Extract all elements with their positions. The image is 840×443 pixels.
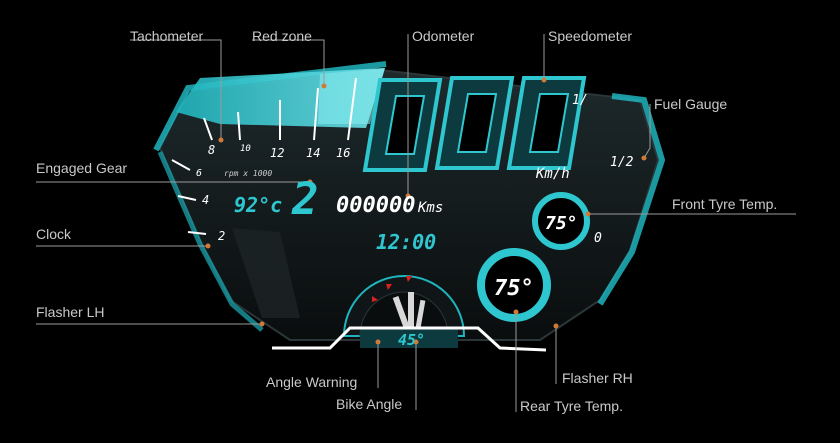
tach-label-12: 12: [270, 146, 284, 160]
engaged-gear-value: 2: [291, 174, 319, 225]
tach-label-16: 16: [336, 146, 350, 160]
tach-label-8: 8: [208, 143, 215, 157]
callout-rear-tyre-temp: Rear Tyre Temp.: [520, 398, 623, 414]
front-tyre-temp-value: 75°: [545, 213, 578, 234]
callout-bike-angle: Bike Angle: [336, 396, 402, 412]
engine-temp-value: 92°c: [234, 193, 282, 217]
callout-odometer: Odometer: [412, 28, 474, 44]
tach-label-4: 4: [202, 193, 209, 207]
fuel-empty-label: 0: [594, 231, 602, 246]
fuel-half-label: 1/2: [610, 155, 634, 170]
callout-engaged-gear: Engaged Gear: [36, 160, 127, 176]
tach-label-14: 14: [306, 146, 320, 160]
callout-flasher-rh: Flasher RH: [562, 370, 633, 386]
callout-fuel-gauge: Fuel Gauge: [654, 96, 727, 112]
callout-front-tyre-temp: Front Tyre Temp.: [672, 196, 777, 212]
odometer-value: 000000: [336, 193, 415, 218]
tach-label-2: 2: [218, 229, 225, 243]
rpm-unit-label: rpm x 1000: [224, 169, 272, 178]
tach-label-10: 10: [240, 144, 251, 154]
tach-label-6: 6: [196, 168, 202, 179]
clock-value: 12:00: [376, 230, 436, 254]
callout-red-zone: Red zone: [252, 28, 312, 44]
callout-speedometer: Speedometer: [548, 28, 632, 44]
callout-angle-warning: Angle Warning: [266, 374, 357, 390]
rear-tyre-temp-value: 75°: [494, 276, 534, 301]
bike-angle-value: 45°: [398, 331, 425, 349]
callout-tachometer: Tachometer: [130, 28, 203, 44]
fuel-full-label: 1/: [572, 93, 588, 108]
odometer-unit: Kms: [417, 200, 443, 216]
callout-flasher-lh: Flasher LH: [36, 304, 104, 320]
callout-clock: Clock: [36, 226, 71, 242]
